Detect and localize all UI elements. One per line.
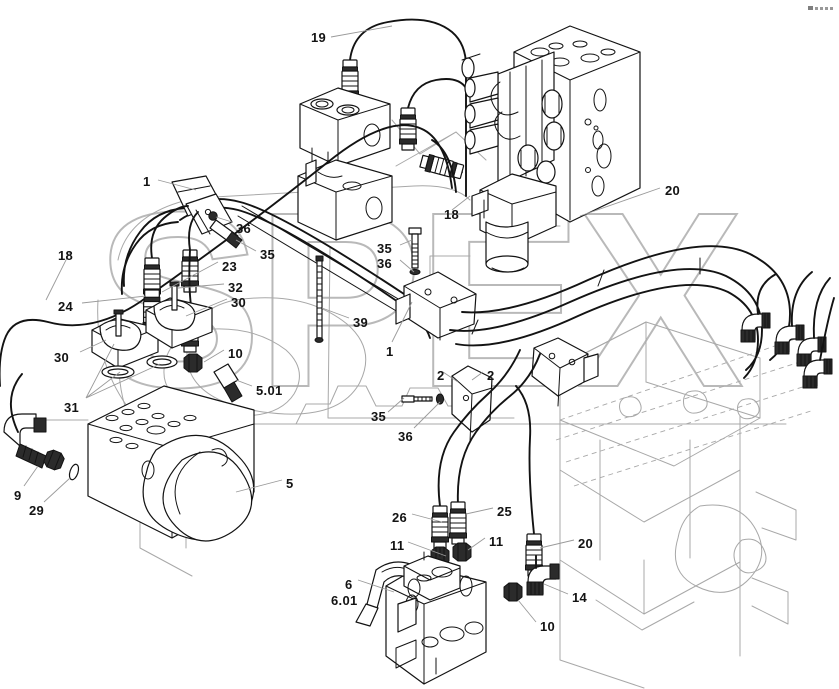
- callout-11[interactable]: 11: [489, 534, 504, 549]
- elbow-14-assembly: [503, 555, 560, 602]
- right-elbow-row: [740, 271, 835, 389]
- callout-19[interactable]: 19: [311, 30, 327, 45]
- callout-20[interactable]: 20: [578, 536, 594, 551]
- leader-lines: [23, 25, 661, 623]
- callout-2[interactable]: 2: [487, 368, 495, 383]
- elbow-9-assembly: [3, 373, 80, 481]
- left-fitting-cluster: [91, 205, 243, 403]
- pump-body-5: [87, 385, 255, 542]
- callout-25[interactable]: 25: [497, 504, 513, 519]
- callout-35[interactable]: 35: [377, 241, 393, 256]
- callout-5-01[interactable]: 5.01: [256, 383, 283, 398]
- corner-mark-icon: [808, 6, 833, 10]
- rod-39: [314, 255, 324, 343]
- hose-19: [340, 18, 467, 197]
- callout-31[interactable]: 31: [64, 400, 80, 415]
- mounting-block-top: [297, 87, 393, 241]
- callout-36[interactable]: 36: [398, 429, 414, 444]
- bolt-35-top: [408, 227, 422, 276]
- callout-35[interactable]: 35: [260, 247, 276, 262]
- callout-30[interactable]: 30: [231, 295, 247, 310]
- callout-1[interactable]: 1: [386, 344, 394, 359]
- callout-23[interactable]: 23: [222, 259, 238, 274]
- callout-14[interactable]: 14: [572, 590, 588, 605]
- hoses-25-26: [430, 349, 544, 577]
- bracket-2-assembly: [401, 337, 599, 443]
- callout-18[interactable]: 18: [58, 248, 74, 263]
- callout-29[interactable]: 29: [29, 503, 45, 518]
- callout-30[interactable]: 30: [54, 350, 70, 365]
- callout-36[interactable]: 36: [236, 221, 252, 236]
- callout-9[interactable]: 9: [14, 488, 22, 503]
- callout-10[interactable]: 10: [540, 619, 556, 634]
- callout-39[interactable]: 39: [353, 315, 369, 330]
- callout-10[interactable]: 10: [228, 346, 244, 361]
- callout-18[interactable]: 18: [444, 207, 460, 222]
- motor-6: [355, 547, 487, 685]
- callout-1[interactable]: 1: [143, 174, 151, 189]
- valve-manifold: [418, 25, 641, 273]
- callout-5[interactable]: 5: [286, 476, 294, 491]
- callout-6-01[interactable]: 6.01: [331, 593, 358, 608]
- callout-20[interactable]: 20: [665, 183, 681, 198]
- callout-26[interactable]: 26: [392, 510, 408, 525]
- hose-20-loops: [449, 245, 791, 379]
- callout-35[interactable]: 35: [371, 409, 387, 424]
- callout-2[interactable]: 2: [437, 368, 445, 383]
- callout-6[interactable]: 6: [345, 577, 353, 592]
- callout-24[interactable]: 24: [58, 299, 74, 314]
- bolt-35-left: [208, 211, 243, 249]
- callout-32[interactable]: 32: [228, 280, 244, 295]
- callout-11[interactable]: 11: [390, 538, 405, 553]
- callout-36[interactable]: 36: [377, 256, 393, 271]
